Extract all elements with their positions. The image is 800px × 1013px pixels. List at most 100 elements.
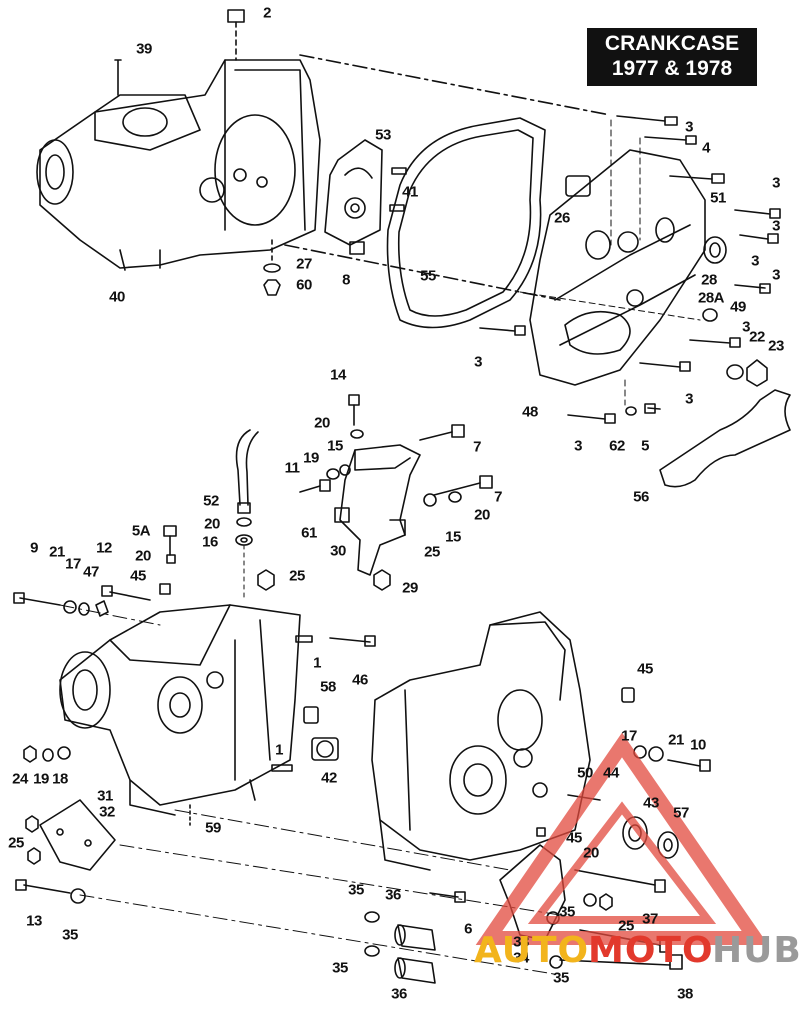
callout-c35a: 35 <box>62 926 78 944</box>
callout-c31: 31 <box>97 787 113 805</box>
plate-31-32 <box>39 799 116 871</box>
callout-c62: 62 <box>609 437 625 455</box>
callout-c20a: 20 <box>314 414 330 432</box>
callout-c25c: 25 <box>8 834 24 852</box>
callout-c35d: 35 <box>332 959 348 977</box>
callout-c48: 48 <box>522 403 538 421</box>
callout-c36a: 36 <box>385 886 401 904</box>
callout-c3g: 3 <box>474 353 482 371</box>
callout-c41: 41 <box>402 183 418 201</box>
callout-c28: 28 <box>701 271 717 289</box>
callout-c16: 16 <box>202 533 218 551</box>
title-line-2: 1977 & 1978 <box>611 57 733 80</box>
callout-c27: 27 <box>296 255 312 273</box>
callout-c55: 55 <box>420 267 436 285</box>
callout-c45a: 45 <box>130 567 146 585</box>
callout-c1b: 1 <box>275 741 283 759</box>
callout-c15a: 15 <box>327 437 343 455</box>
callout-c32: 32 <box>99 803 115 821</box>
trim-plate-56 <box>659 389 791 488</box>
diagram-title: CRANKCASE 1977 & 1978 <box>587 28 757 86</box>
watermark-auto-text: AUTO <box>474 930 590 971</box>
callout-c5: 5 <box>641 437 649 455</box>
plug-part <box>227 9 245 23</box>
callout-c20e: 20 <box>583 844 599 862</box>
callout-c25b: 25 <box>289 567 305 585</box>
callout-c5a: 5A <box>131 522 151 540</box>
watermark-hub-text: HUB <box>712 930 800 971</box>
bearing-43 <box>622 816 648 850</box>
callout-c12: 12 <box>96 539 112 557</box>
bracket-30 <box>334 444 421 576</box>
callout-c20d: 20 <box>135 547 151 565</box>
cover-plate-53 <box>324 139 407 255</box>
seal-28 <box>703 236 727 264</box>
callout-c24: 24 <box>12 770 28 788</box>
bushing-26 <box>565 175 591 197</box>
callout-c21a: 21 <box>49 543 65 561</box>
callout-c34: 34 <box>513 949 529 967</box>
callout-c3a: 3 <box>685 118 693 136</box>
callout-c46: 46 <box>352 671 368 689</box>
callout-c25d: 25 <box>618 917 634 935</box>
callout-c39: 39 <box>136 40 152 58</box>
callout-c3e: 3 <box>772 266 780 284</box>
callout-c58: 58 <box>320 678 336 696</box>
callout-c3c: 3 <box>772 217 780 235</box>
upper-left-crankcase <box>36 59 321 271</box>
callout-c7b: 7 <box>494 488 502 506</box>
callout-c7a: 7 <box>473 438 481 456</box>
cover-screws <box>479 115 781 424</box>
callout-c18: 18 <box>52 770 68 788</box>
title-line-1: CRANKCASE <box>604 32 740 55</box>
callout-c43: 43 <box>643 794 659 812</box>
gasket-55 <box>386 117 546 329</box>
callout-c25a: 25 <box>424 543 440 561</box>
hose-52 <box>235 429 259 506</box>
callout-c53: 53 <box>375 126 391 144</box>
callout-c9: 9 <box>30 539 38 557</box>
callout-c8: 8 <box>342 271 350 289</box>
callout-c33: 33 <box>513 933 529 951</box>
callout-c51: 51 <box>710 189 726 207</box>
callout-c40: 40 <box>109 288 125 306</box>
callout-c50: 50 <box>577 764 593 782</box>
callout-c45c: 45 <box>566 829 582 847</box>
callout-c19b: 19 <box>33 770 49 788</box>
callout-c38: 38 <box>677 985 693 1003</box>
callout-c1a: 1 <box>313 654 321 672</box>
callout-c57: 57 <box>673 804 689 822</box>
watermark-triangle-logo <box>475 732 769 945</box>
callout-c59: 59 <box>205 819 221 837</box>
callout-c61: 61 <box>301 524 317 542</box>
callout-c29: 29 <box>402 579 418 597</box>
callout-c3i: 3 <box>574 437 582 455</box>
lower-left-crankcase <box>59 604 301 816</box>
callout-c22: 22 <box>749 328 765 346</box>
callout-c14: 14 <box>330 366 346 384</box>
callout-c45b: 45 <box>637 660 653 678</box>
seal-57 <box>657 831 679 859</box>
callout-c26: 26 <box>554 209 570 227</box>
callout-c20c: 20 <box>204 515 220 533</box>
callout-c19a: 19 <box>303 449 319 467</box>
callout-c13: 13 <box>26 912 42 930</box>
callout-c17a: 17 <box>65 555 81 573</box>
callout-c4: 4 <box>702 139 710 157</box>
callout-c15b: 15 <box>445 528 461 546</box>
callout-c44: 44 <box>603 764 619 782</box>
gearcase-cover-48 <box>529 149 706 386</box>
callout-c60: 60 <box>296 276 312 294</box>
callout-c20b: 20 <box>474 506 490 524</box>
callout-c6: 6 <box>464 920 472 938</box>
callout-c17b: 17 <box>621 727 637 745</box>
callout-c52: 52 <box>203 492 219 510</box>
callout-c3f: 3 <box>742 318 750 336</box>
callout-c3h: 3 <box>685 390 693 408</box>
callout-c37: 37 <box>642 910 658 928</box>
callout-c36b: 36 <box>391 985 407 1003</box>
callout-c47: 47 <box>83 563 99 581</box>
callout-c30: 30 <box>330 542 346 560</box>
